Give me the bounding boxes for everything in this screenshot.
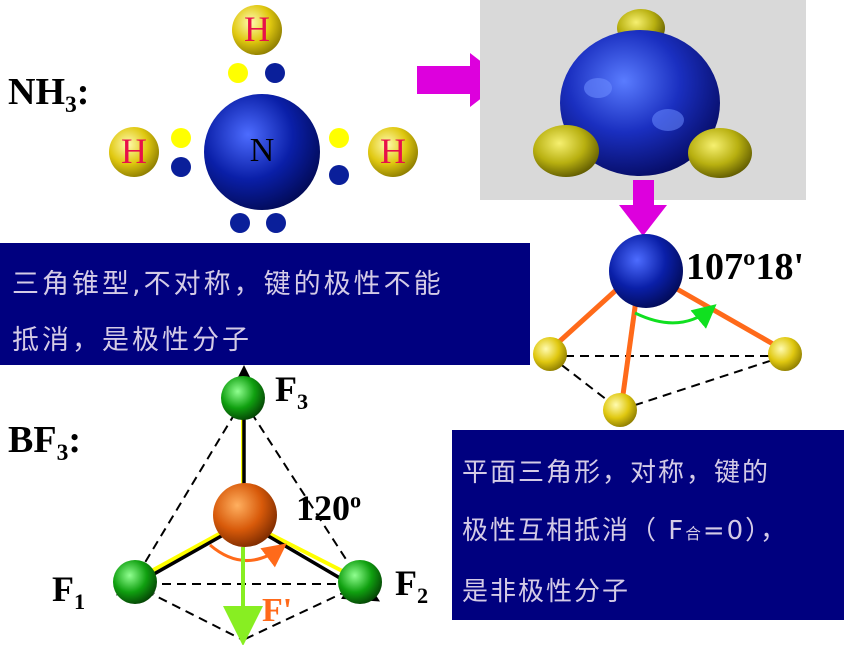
h-atom-right — [368, 127, 418, 177]
bf3-description-line3: 是非极性分子 — [462, 577, 631, 607]
n-atom-3d — [560, 30, 720, 176]
bond-line — [548, 280, 627, 352]
h-atom-3d — [533, 125, 599, 177]
h-atom-pyramid — [768, 337, 802, 371]
f3-label: F3 — [275, 369, 309, 414]
f-atom-1 — [113, 560, 157, 604]
bf3-angle-label: 120o — [296, 487, 362, 528]
electron-yellow — [171, 128, 191, 148]
f2-label: F2 — [395, 563, 429, 608]
nh3-bond-angle-label: 107º18' — [686, 246, 805, 288]
lone-pair-electron — [266, 213, 286, 233]
h-atom-3d — [688, 128, 752, 178]
bond-line — [619, 299, 639, 403]
h-atom-pyramid — [533, 337, 567, 371]
bf3-description-line1: 平面三角形，对称，键的 — [462, 458, 771, 488]
electron-blue — [329, 165, 349, 185]
bond-line — [668, 282, 782, 351]
resultant-label: F' — [262, 592, 293, 629]
f1-label: F1 — [52, 569, 86, 614]
h-label-top: H — [244, 9, 270, 49]
f-atom-2 — [338, 560, 382, 604]
angle-arc-120 — [209, 543, 287, 568]
h-label-right: H — [380, 131, 406, 171]
bf3-description-box: 平面三角形，对称，键的 极性互相抵消（ F合=0）， 是非极性分子 — [452, 430, 844, 620]
electron-blue — [171, 157, 191, 177]
h-label-left: H — [121, 131, 147, 171]
bf3-formula-label: BF3: — [8, 419, 81, 467]
h-atom-left — [109, 127, 159, 177]
nh3-lewis-structure — [109, 5, 418, 233]
nh3-description-line2: 抵消，是极性分子 — [12, 325, 252, 356]
n-label: N — [249, 132, 275, 169]
h-atom-pyramid — [603, 393, 637, 427]
n-atom-pyramid — [609, 234, 683, 308]
nh3-3d-model — [533, 9, 752, 178]
f-atom-3 — [221, 376, 265, 420]
bf3-structure — [113, 365, 382, 645]
bf3-description-line2: 极性互相抵消（ F合=0）， — [462, 516, 789, 546]
b-atom — [213, 483, 277, 547]
nh3-description-line1: 三角锥型,不对称，键的极性不能 — [12, 269, 444, 300]
nh3-formula-label: NH3: — [8, 71, 90, 119]
electron-yellow — [228, 63, 248, 83]
nh3-description-box: 三角锥型,不对称，键的极性不能 抵消，是极性分子 — [0, 243, 530, 365]
angle-arc — [634, 304, 717, 329]
h-atom-top — [232, 5, 282, 55]
magenta-arrow-down — [619, 180, 667, 236]
nh3-pyramid — [533, 234, 802, 427]
electron-blue — [265, 63, 285, 83]
electron-yellow — [329, 128, 349, 148]
n-atom — [204, 94, 320, 210]
lone-pair-electron — [230, 213, 250, 233]
